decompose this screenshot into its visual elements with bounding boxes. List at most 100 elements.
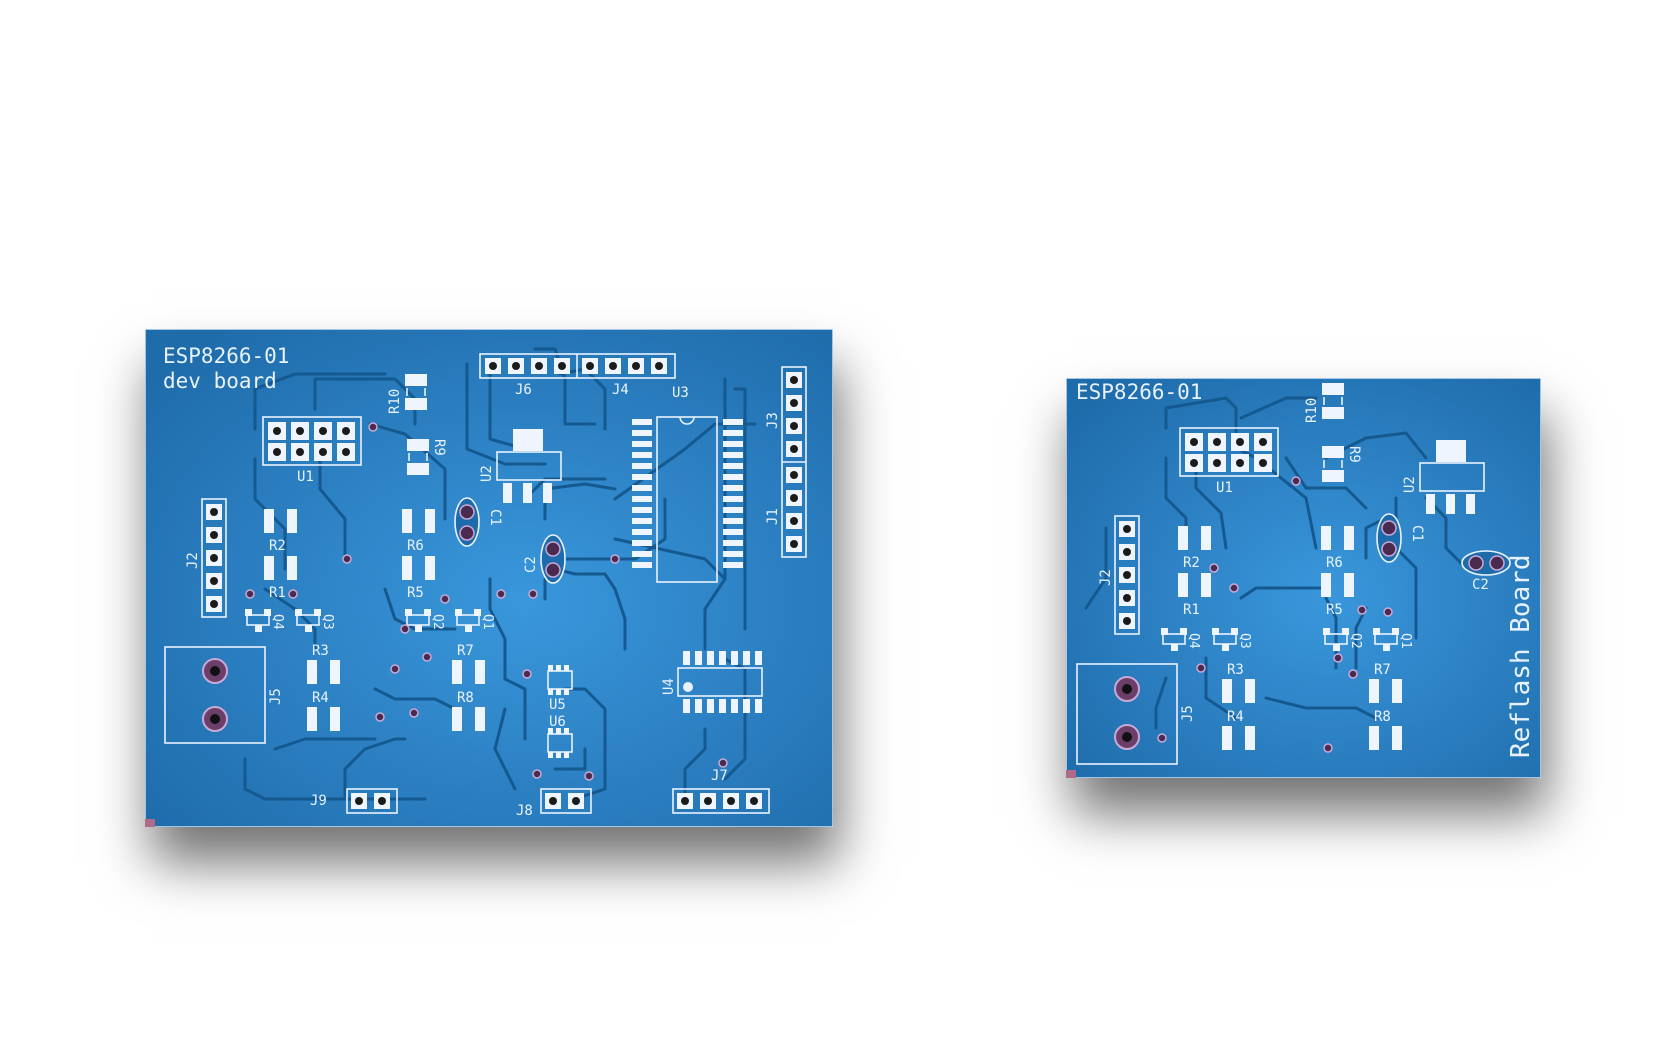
label-r7: R7 [457, 643, 474, 659]
resistor-r7: R7 [452, 643, 485, 684]
origin-marker [145, 819, 155, 827]
label-q2: Q2 [430, 614, 445, 630]
label-r3: R3 [1227, 662, 1244, 678]
header-u1: U1 [262, 416, 362, 485]
label-u6: U6 [549, 714, 566, 730]
label-q4: Q4 [270, 614, 285, 630]
header-j6-j4: J6 J4 [479, 353, 676, 398]
capacitor-c2: C2 [1461, 550, 1511, 593]
resistor-r3: R3 [307, 643, 340, 684]
resistor-r3: R3 [1222, 662, 1255, 703]
resistor-r8: R8 [452, 690, 485, 731]
regulator-u2: U2 [479, 429, 562, 503]
dev-board-pcb: ESP8266-01 dev board R10 R9 U1 [145, 329, 833, 827]
resistor-r9: R9 [1322, 446, 1362, 482]
label-c1: C1 [487, 509, 503, 526]
resistor-r10: R10 [387, 374, 427, 414]
label-j9: J9 [310, 793, 327, 809]
ic-u6: U6 [547, 714, 573, 758]
label-q3: Q3 [1237, 633, 1252, 649]
resistor-r1: R1 [1178, 573, 1211, 618]
capacitor-c1: C1 [1376, 513, 1425, 563]
label-u2: U2 [479, 465, 495, 482]
transistor-q3: Q3 [1212, 628, 1252, 651]
label-r5: R5 [407, 585, 424, 601]
header-j9: J9 [310, 788, 398, 814]
resistor-r5: R5 [402, 556, 435, 601]
label-r5: R5 [1326, 602, 1343, 618]
header-j3-j1: J3 J1 [765, 366, 807, 558]
resistor-r6: R6 [402, 509, 435, 554]
label-r3: R3 [312, 643, 329, 659]
label-u5: U5 [549, 697, 566, 713]
label-r1: R1 [1183, 602, 1200, 618]
label-c2: C2 [523, 556, 539, 573]
header-j2: J2 [185, 498, 227, 618]
resistor-r6: R6 [1321, 526, 1354, 571]
vias [1157, 476, 1393, 753]
label-r6: R6 [407, 538, 424, 554]
resistor-r8: R8 [1369, 709, 1402, 750]
label-j8: J8 [516, 803, 533, 819]
reflash-board-pcb: ESP8266-01 Reflash Board R10 R9 U1 U2 [1066, 378, 1541, 778]
label-j7: J7 [711, 768, 728, 784]
label-r6: R6 [1326, 555, 1343, 571]
label-j1: J1 [765, 508, 781, 525]
resistor-r7: R7 [1369, 662, 1402, 703]
label-c1: C1 [1409, 525, 1425, 542]
label-u3: U3 [672, 385, 689, 401]
label-r4: R4 [312, 690, 329, 706]
board-subtitle: dev board [163, 369, 277, 393]
resistor-r4: R4 [1222, 709, 1255, 750]
board-title: ESP8266-01 [163, 344, 289, 368]
resistor-r5: R5 [1321, 573, 1354, 618]
label-q2: Q2 [1348, 633, 1363, 649]
label-j5: J5 [268, 688, 284, 705]
resistor-r9: R9 [407, 439, 447, 475]
capacitor-c2: C2 [523, 534, 566, 584]
transistor-q3: Q3 [295, 609, 335, 632]
resistor-r2: R2 [264, 509, 297, 554]
transistor-q2: Q2 [1323, 628, 1363, 651]
capacitor-c1: C1 [454, 497, 503, 547]
label-u2: U2 [1402, 476, 1418, 493]
label-r10: R10 [1304, 398, 1320, 423]
label-r9: R9 [431, 439, 447, 456]
resistor-r10: R10 [1304, 383, 1344, 423]
ic-u4: U4 [661, 651, 763, 713]
label-j2: J2 [185, 552, 201, 569]
label-r7: R7 [1374, 662, 1391, 678]
resistor-r1: R1 [264, 556, 297, 601]
terminal-j5: J5 [1076, 663, 1196, 765]
label-j2: J2 [1098, 569, 1114, 586]
transistor-q2: Q2 [405, 609, 445, 632]
label-r1: R1 [269, 585, 286, 601]
label-j4: J4 [612, 382, 629, 398]
label-q3: Q3 [320, 614, 335, 630]
terminal-j5: J5 [164, 646, 284, 744]
label-r2: R2 [1183, 555, 1200, 571]
label-u1: U1 [297, 469, 314, 485]
label-q1: Q1 [1398, 633, 1413, 649]
label-r2: R2 [269, 538, 286, 554]
dev-board: ESP8266-01 dev board R10 R9 U1 [145, 329, 833, 827]
ic-u3: U3 [632, 385, 743, 583]
header-j8: J8 [516, 788, 592, 819]
reflash-board: ESP8266-01 Reflash Board R10 R9 U1 U2 [1066, 378, 1541, 778]
label-q1: Q1 [480, 614, 495, 630]
label-c2: C2 [1472, 577, 1489, 593]
board-side-text: Reflash Board [1506, 555, 1536, 759]
board-substrate [1066, 378, 1541, 778]
vias [245, 422, 728, 781]
label-j6: J6 [515, 382, 532, 398]
header-j2: J2 [1098, 515, 1140, 635]
label-r9: R9 [1346, 446, 1362, 463]
header-j7: J7 [672, 768, 770, 814]
label-u4: U4 [661, 678, 677, 695]
ic-u5: U5 [547, 665, 573, 713]
resistor-r2: R2 [1178, 526, 1211, 571]
transistor-q1: Q1 [1373, 628, 1413, 651]
label-j5: J5 [1180, 705, 1196, 722]
label-r10: R10 [387, 389, 403, 414]
label-q4: Q4 [1186, 633, 1201, 649]
